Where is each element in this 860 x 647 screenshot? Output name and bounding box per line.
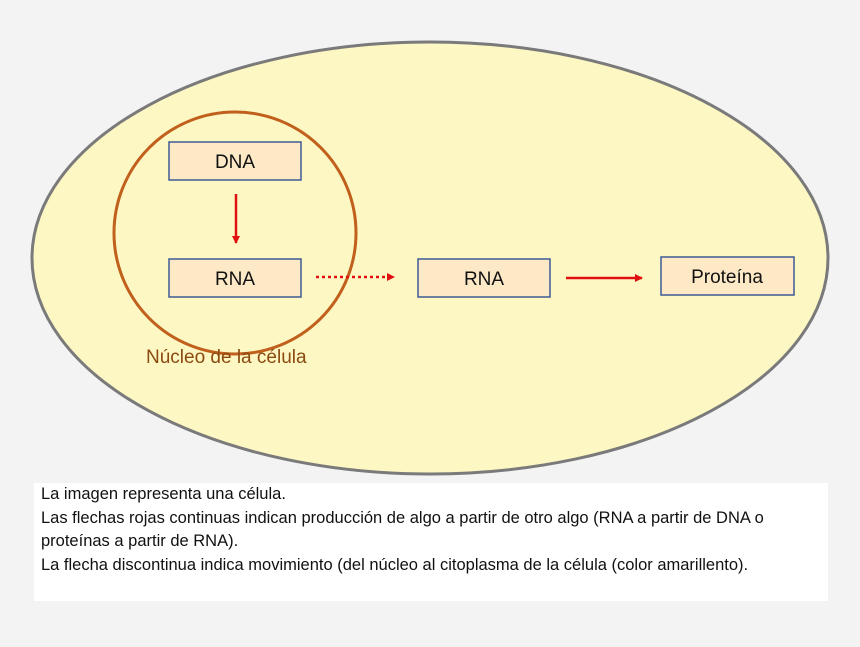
nucleus-label: Núcleo de la célula	[146, 347, 307, 368]
dna-box	[168, 141, 302, 181]
rna-nucleus-label: RNA	[215, 269, 255, 290]
rna-nucleus-box	[168, 258, 302, 298]
protein-label: Proteína	[691, 267, 763, 288]
caption-line-3: La flecha discontinua indica movimiento …	[41, 555, 749, 574]
caption-box: La imagen representa una célula. Las fle…	[34, 483, 828, 601]
nucleus-circle	[112, 110, 358, 356]
dna-label: DNA	[215, 152, 255, 173]
caption-line-2: Las flechas rojas continuas indican prod…	[41, 508, 764, 551]
caption-line-1: La imagen representa una célula.	[41, 485, 286, 503]
rna-cytoplasm-label: RNA	[464, 269, 504, 290]
rna-cytoplasm-box	[417, 258, 551, 298]
protein-box	[660, 256, 795, 296]
